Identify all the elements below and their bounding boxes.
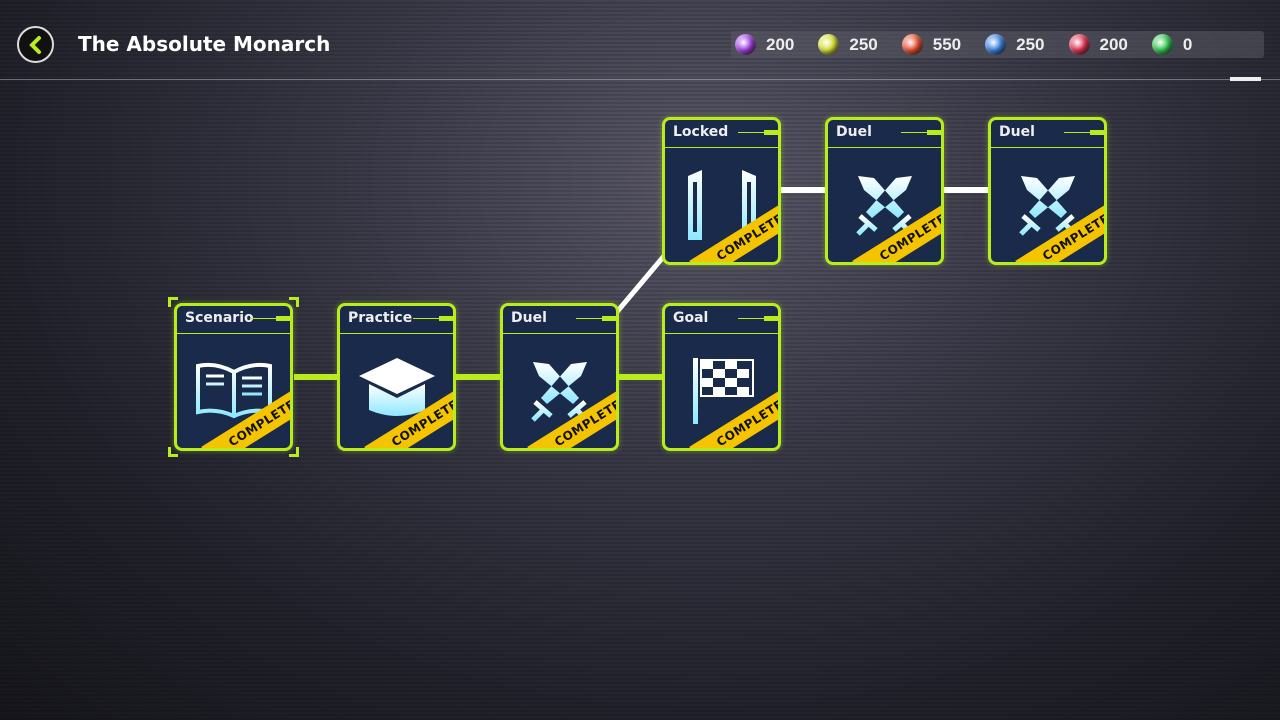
divider: [602, 316, 616, 321]
connector: [618, 374, 664, 380]
divider: [1090, 130, 1104, 135]
blue-orb-icon: [985, 34, 1007, 55]
connector: [780, 187, 826, 193]
currency-value: 200: [1099, 34, 1128, 54]
currency-value: 250: [1016, 34, 1045, 54]
header: The Absolute Monarch 200 250 550 250 200 0: [0, 0, 1280, 80]
red-orange-orb-icon: [901, 34, 923, 55]
divider: [276, 316, 290, 321]
page-title: The Absolute Monarch: [78, 32, 331, 56]
card-label: Practice: [348, 310, 413, 326]
divider: [828, 147, 941, 148]
currency-red-orb: 200: [1068, 34, 1128, 55]
divider: [738, 132, 778, 133]
divider: [665, 333, 778, 334]
currency-value: 0: [1182, 34, 1193, 54]
divider: [927, 130, 941, 135]
divider: [576, 318, 616, 319]
divider: [503, 333, 616, 334]
page-indicator: [1230, 77, 1261, 81]
currency-red-orange-orb: 550: [901, 34, 962, 55]
connector: [942, 187, 988, 193]
divider: [250, 318, 290, 319]
currency-blue-orb: 250: [985, 34, 1045, 55]
divider: [413, 318, 453, 319]
divider: [738, 318, 778, 319]
divider: [177, 333, 290, 334]
divider: [764, 316, 778, 321]
card-label: Duel: [999, 124, 1035, 140]
card-label: Duel: [511, 310, 547, 326]
currency-bar: 200 250 550 250 200 0: [731, 31, 1264, 58]
divider: [340, 333, 453, 334]
card-label: Goal: [673, 310, 709, 326]
yellow-orb-icon: [818, 34, 840, 55]
currency-value: 200: [766, 34, 795, 54]
red-orb-icon: [1068, 34, 1090, 55]
currency-value: 250: [849, 34, 878, 54]
divider: [991, 147, 1104, 148]
currency-green-orb: 0: [1151, 34, 1193, 55]
green-orb-icon: [1151, 34, 1173, 55]
back-button[interactable]: [17, 26, 54, 63]
card-label: Scenario: [185, 310, 254, 326]
divider: [901, 132, 941, 133]
purple-orb-icon: [735, 34, 756, 55]
connector: [456, 374, 502, 380]
divider: [764, 130, 778, 135]
divider: [665, 147, 778, 148]
divider: [439, 316, 453, 321]
connector: [294, 374, 340, 380]
card-label: Duel: [836, 124, 872, 140]
card-label: Locked: [673, 124, 729, 140]
currency-value: 550: [932, 34, 962, 54]
currency-yellow-orb: 250: [818, 34, 878, 55]
chevron-left-icon: [28, 35, 41, 54]
currency-purple-orb: 200: [735, 34, 794, 55]
divider: [1064, 132, 1104, 133]
